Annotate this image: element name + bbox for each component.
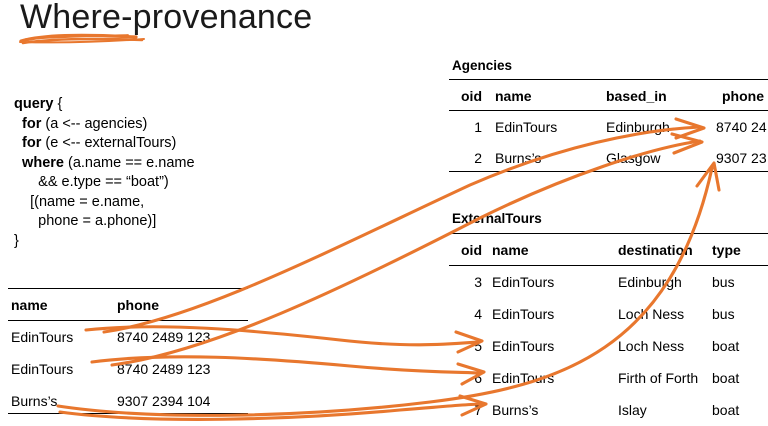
agencies-header-based-in: based_in <box>606 88 667 104</box>
external-tours-header-oid: oid <box>461 242 482 258</box>
external-tours-row-5-destination: Loch Ness <box>618 338 685 354</box>
query-line: phone = a.phone)] <box>14 213 157 229</box>
query-line: && e.type == “boat”) <box>14 174 169 190</box>
external-tours-header-type: type <box>712 242 741 258</box>
agencies-rule-header <box>449 110 768 111</box>
external-tours-row-6-name: EdinTours <box>492 370 555 386</box>
query-line: } <box>14 232 19 249</box>
external-tours-rule-header <box>449 265 768 266</box>
external-tours-row-6-destination: Firth of Forth <box>618 370 699 386</box>
page-title: Where-provenance <box>20 0 313 36</box>
query-line: query { <box>14 96 63 112</box>
external-tours-table-caption: ExternalTours <box>452 211 542 226</box>
query-keyword: query <box>14 96 54 112</box>
external-tours-row-7-oid: 7 <box>474 402 482 418</box>
result-header-name: name <box>11 297 48 313</box>
query-keyword: for <box>14 135 42 151</box>
query-line: where (a.name == e.name <box>14 154 195 171</box>
external-tours-row-7-destination: Islay <box>618 402 647 418</box>
result-row-1-phone: 8740 2489 123 <box>117 329 211 345</box>
result-rule-top <box>8 288 248 289</box>
agencies-row-1-name: EdinTours <box>495 119 558 135</box>
agencies-header-oid: oid <box>461 88 482 104</box>
agencies-row-2-based-in: Glasgow <box>606 150 661 166</box>
agencies-row-1-oid: 1 <box>474 119 482 135</box>
external-tours-row-3-oid: 3 <box>474 274 482 290</box>
external-tours-header-destination: destination <box>618 242 693 258</box>
result-row-3-name: Burns’s <box>11 393 58 409</box>
result-row-2-phone: 8740 2489 123 <box>117 361 211 377</box>
query-keyword: where <box>14 154 64 171</box>
external-tours-row-4-destination: Loch Ness <box>618 306 685 322</box>
agencies-header-name: name <box>495 88 532 104</box>
query-line: [(name = e.name, <box>14 193 145 210</box>
query-code-block: query { for (a <-- agencies) for (e <-- … <box>14 95 195 251</box>
external-tours-header-name: name <box>492 242 529 258</box>
external-tours-row-5-oid: 5 <box>474 338 482 354</box>
query-line: for (a <-- agencies) <box>14 115 148 132</box>
agencies-row-1-phone: 8740 24 <box>716 119 767 135</box>
agencies-row-2-phone: 9307 23 <box>716 150 767 166</box>
arrow-head-agency2 <box>695 161 721 192</box>
result-row-1-name: EdinTours <box>11 329 74 345</box>
external-tours-row-4-oid: 4 <box>474 306 482 322</box>
result-rule-bottom <box>8 413 248 414</box>
arrow-head-agency1-b <box>670 132 704 155</box>
external-tours-row-5-name: EdinTours <box>492 338 555 354</box>
arrow-head-agency1-a <box>674 117 706 140</box>
agencies-rule-bottom <box>449 171 768 172</box>
query-keyword: for <box>14 115 42 132</box>
external-tours-row-6-oid: 6 <box>474 370 482 386</box>
agencies-header-phone: phone <box>722 88 764 104</box>
result-header-phone: phone <box>117 297 159 313</box>
external-tours-row-3-destination: Edinburgh <box>618 274 682 290</box>
external-tours-row-7-type: boat <box>712 402 740 418</box>
external-tours-row-7-name: Burns’s <box>492 402 539 418</box>
query-line: for (e <-- externalTours) <box>14 135 177 151</box>
external-tours-row-4-name: EdinTours <box>492 306 555 322</box>
external-tours-rule-top <box>449 233 768 234</box>
agencies-row-2-oid: 2 <box>474 150 482 166</box>
result-row-3-phone: 9307 2394 104 <box>117 393 211 409</box>
agencies-table-caption: Agencies <box>452 58 513 73</box>
external-tours-row-3-type: bus <box>712 274 735 290</box>
result-row-2-name: EdinTours <box>11 361 74 377</box>
external-tours-row-4-type: bus <box>712 306 735 322</box>
agencies-row-1-based-in: Edinburgh <box>606 119 670 135</box>
external-tours-row-6-type: boat <box>712 370 740 386</box>
agencies-rule-top <box>449 79 768 80</box>
external-tours-row-3-name: EdinTours <box>492 274 555 290</box>
result-rule-header <box>8 320 248 321</box>
agencies-row-2-name: Burns’s <box>495 150 542 166</box>
external-tours-row-5-type: boat <box>712 338 740 354</box>
